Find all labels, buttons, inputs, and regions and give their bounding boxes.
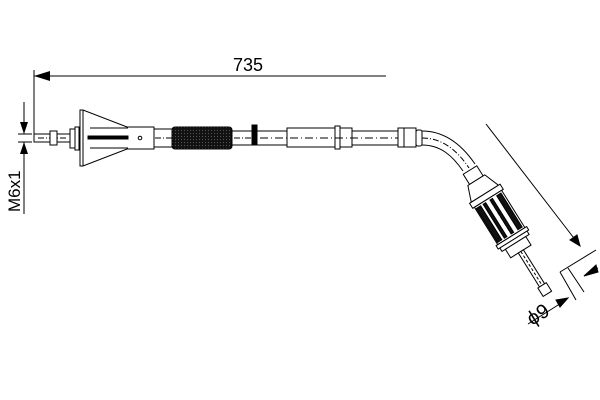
arrow-diagonal-icon [569, 234, 581, 248]
cable-left-end [33, 109, 173, 167]
arrow-in-icon [583, 264, 599, 277]
cable-middle [231, 124, 423, 150]
length-dimension: 735 [33, 55, 386, 134]
washer [69, 128, 76, 149]
cable-bend [421, 130, 476, 172]
ferrule [397, 127, 417, 148]
cable-right-end [462, 165, 553, 298]
arrow-left-icon [34, 71, 50, 81]
knurled-sleeve [171, 126, 233, 150]
diameter-label: ϕ9 [523, 300, 554, 330]
thread-label: M6x1 [5, 170, 24, 212]
clip [251, 124, 258, 146]
arrow-down-icon [20, 122, 28, 134]
thread-dimension: M6x1 [5, 102, 32, 214]
arrow-in-icon-2 [555, 297, 570, 308]
length-label: 735 [233, 55, 263, 75]
right-dimension [485, 123, 597, 273]
nut [49, 130, 58, 146]
arrow-up-icon [20, 142, 28, 154]
